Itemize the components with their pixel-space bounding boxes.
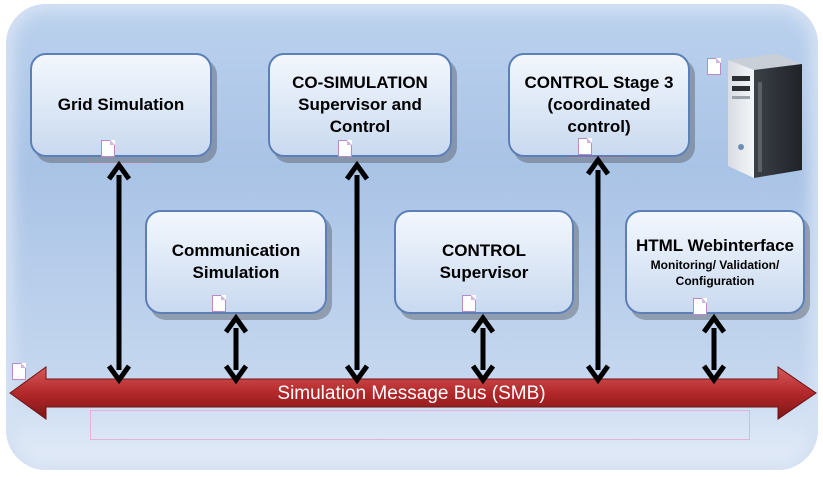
co-simulation-label: CO-SIMULATION Supervisor and Control (292, 73, 428, 136)
grid-simulation-bus-arrow (106, 160, 132, 385)
co-simulation-box: CO-SIMULATION Supervisor and Control (268, 53, 452, 157)
bus-label: Simulation Message Bus (SMB) (277, 383, 546, 404)
document-icon (707, 58, 721, 75)
grid-simulation-label: Grid Simulation (57, 95, 185, 114)
control-stage3-box: CONTROL Stage 3 (coordinated control) (508, 53, 690, 157)
control-supervisor-label: CONTROL Supervisor (439, 241, 529, 282)
communication-simulation-box: Communication Simulation (145, 210, 327, 314)
document-icon (462, 295, 476, 312)
html-webinterface-subtitle: Monitoring/ Validation/ Configuration (650, 258, 780, 288)
document-icon (693, 298, 707, 315)
document-icon (101, 140, 115, 157)
communication-simulation-bus-arrow (223, 313, 249, 385)
message-bus-arrow (9, 366, 817, 420)
document-icon (12, 363, 26, 380)
grid-simulation-box: Grid Simulation (30, 53, 212, 157)
html-webinterface-box: HTML Webinterface Monitoring/ Validation… (625, 210, 805, 314)
html-webinterface-title: HTML Webinterface (635, 236, 795, 255)
co-simulation-bus-arrow (344, 160, 370, 385)
document-icon (338, 140, 352, 157)
control-stage3-label: CONTROL Stage 3 (coordinated control) (524, 73, 674, 136)
document-icon (578, 138, 592, 155)
control-stage3-bus-arrow (585, 155, 611, 385)
html-webinterface-bus-arrow (701, 313, 727, 385)
control-supervisor-bus-arrow (470, 313, 496, 385)
placeholder-frame (90, 410, 750, 440)
control-supervisor-box: CONTROL Supervisor (394, 210, 574, 314)
communication-simulation-label: Communication Simulation (171, 241, 301, 282)
document-icon (212, 295, 226, 312)
computer-tower-icon (728, 54, 802, 178)
